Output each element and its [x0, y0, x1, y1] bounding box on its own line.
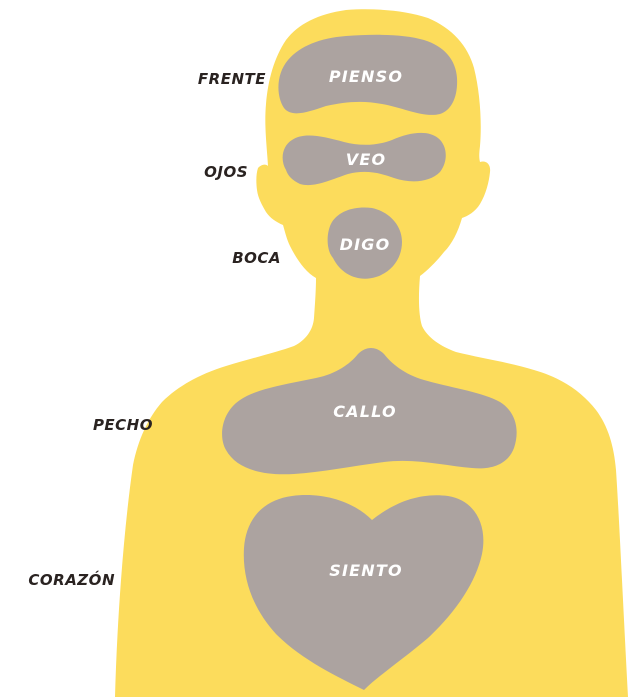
side-label-ojos: OJOS	[204, 163, 248, 181]
side-label-boca: BOCA	[232, 249, 281, 267]
zone-label-veo: VEO	[346, 150, 387, 169]
zone-label-pienso: PIENSO	[329, 67, 403, 86]
zone-label-callo: CALLO	[333, 402, 397, 421]
zone-label-siento: SIENTO	[329, 561, 403, 580]
side-label-frente: FRENTE	[198, 70, 266, 88]
side-label-pecho: PECHO	[93, 416, 153, 434]
side-label-corazon: CORAZÓN	[28, 570, 115, 589]
zone-label-digo: DIGO	[340, 235, 391, 254]
